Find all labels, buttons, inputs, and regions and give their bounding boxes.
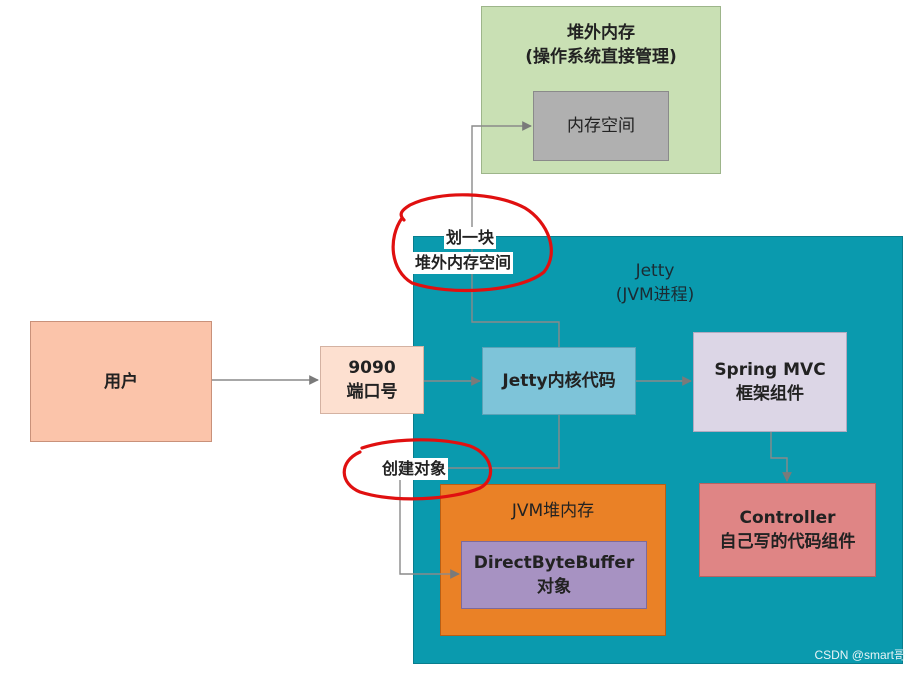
port-number: 9090 bbox=[348, 358, 396, 378]
port-label: 端口号 bbox=[346, 382, 398, 402]
highlight-circle-create bbox=[342, 438, 493, 501]
carve-label-line2: 堆外内存空间 bbox=[413, 252, 514, 274]
direct-byte-buffer-box: DirectByteBuffer 对象 bbox=[461, 541, 647, 609]
memory-space-label: 内存空间 bbox=[567, 116, 635, 136]
user-box: 用户 bbox=[30, 321, 212, 442]
user-label: 用户 bbox=[104, 371, 138, 392]
highlight-circle-offheap bbox=[391, 193, 553, 293]
jetty-subtitle: (JVM进程) bbox=[615, 285, 695, 305]
controller-sub: 自己写的代码组件 bbox=[719, 532, 856, 552]
jetty-core-label: Jetty内核代码 bbox=[502, 371, 616, 391]
port-box: 9090 端口号 bbox=[320, 346, 424, 414]
arrow-spring-to-controller bbox=[770, 432, 792, 482]
direct-byte-buffer-sub: 对象 bbox=[537, 577, 571, 597]
create-object-label: 创建对象 bbox=[380, 458, 449, 480]
jetty-core-box: Jetty内核代码 bbox=[482, 347, 636, 415]
offheap-title: 堆外内存 bbox=[567, 23, 635, 43]
spring-mvc-sub: 框架组件 bbox=[736, 384, 804, 404]
spring-mvc-box: Spring MVC 框架组件 bbox=[693, 332, 847, 432]
jvm-heap-title: JVM堆内存 bbox=[511, 501, 595, 521]
offheap-subtitle: (操作系统直接管理) bbox=[525, 47, 677, 67]
direct-byte-buffer-label: DirectByteBuffer bbox=[473, 553, 635, 573]
watermark: CSDN @smart哥 bbox=[814, 648, 906, 662]
spring-mvc-label: Spring MVC bbox=[714, 360, 826, 380]
memory-space-box: 内存空间 bbox=[533, 91, 669, 161]
controller-label: Controller bbox=[739, 508, 836, 528]
arrow-core-to-memory-space bbox=[471, 121, 560, 347]
jetty-title: Jetty (JVM进程) bbox=[600, 259, 710, 307]
carve-label-line1: 划一块 bbox=[444, 227, 497, 249]
controller-box: Controller 自己写的代码组件 bbox=[699, 483, 876, 577]
